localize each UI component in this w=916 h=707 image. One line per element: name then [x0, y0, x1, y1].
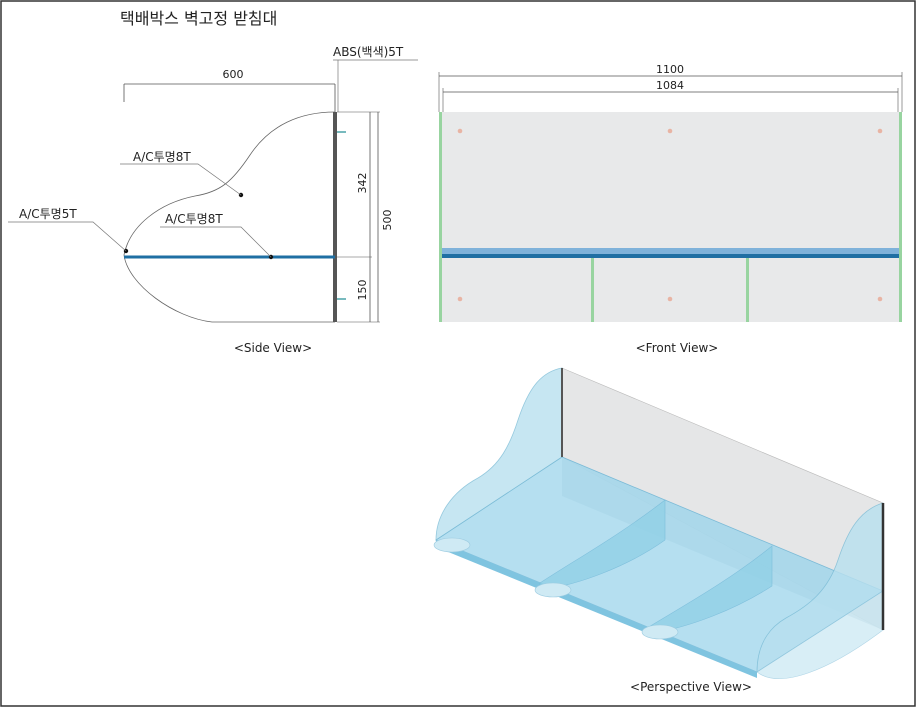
- side-view: 600 A/C투명8T A/C투명5T A/C투명8T ABS(백색)5T 34…: [8, 45, 418, 355]
- caption-perspective-view: <Perspective View>: [630, 680, 752, 694]
- side-edge-right: [899, 112, 902, 322]
- screw-bottom-right: [877, 296, 883, 302]
- screw-top-center: [667, 128, 673, 134]
- leader-side-plate: [120, 163, 242, 196]
- perspective-view: <Perspective View>: [433, 367, 885, 694]
- caption-side-view: <Side View>: [234, 341, 312, 355]
- side-edge-left: [439, 112, 442, 322]
- divider-left: [591, 258, 594, 322]
- label-side-plate: A/C투명8T: [133, 150, 191, 164]
- label-shelf: A/C투명8T: [165, 212, 223, 226]
- dim-outer-text: 1100: [656, 63, 684, 76]
- leader-front-edge: [8, 221, 127, 252]
- shelf-band-light: [439, 248, 902, 254]
- front-back-panel: [439, 112, 902, 322]
- dim-inner-text: 1084: [656, 79, 684, 92]
- persp-lobe-right: [756, 590, 884, 679]
- caption-front-view: <Front View>: [636, 341, 719, 355]
- screw-bottom-left: [457, 296, 463, 302]
- persp-left-side-plate: [435, 367, 563, 541]
- screw-top-left: [457, 128, 463, 134]
- page-title: 택배박스 벽고정 받침대: [120, 9, 277, 28]
- divider-right: [746, 258, 749, 322]
- screw-bottom-center: [667, 296, 673, 302]
- dim-lower-text: 150: [356, 280, 369, 301]
- leader-shelf: [160, 226, 272, 258]
- persp-divider-2: [646, 545, 773, 635]
- front-view: 1100 1084 <Front View>: [438, 63, 903, 355]
- label-abs: ABS(백색)5T: [333, 45, 404, 59]
- dim-width-text: 600: [223, 68, 244, 81]
- dim-upper-text: 342: [356, 173, 369, 194]
- persp-lobe-1: [433, 537, 471, 553]
- side-plate-outline: [123, 111, 336, 323]
- shelf-band-dark: [439, 254, 902, 258]
- persp-divider-1: [539, 499, 666, 591]
- persp-right-side-plate: [756, 502, 884, 673]
- screw-top-right: [877, 128, 883, 134]
- abs-wall-plate: [333, 112, 337, 322]
- persp-lobe-2: [534, 582, 572, 598]
- label-front-edge: A/C투명5T: [19, 207, 77, 221]
- persp-shelf-edge: [436, 540, 757, 678]
- persp-lobe-3: [641, 624, 679, 640]
- dim-total-text: 500: [381, 210, 394, 231]
